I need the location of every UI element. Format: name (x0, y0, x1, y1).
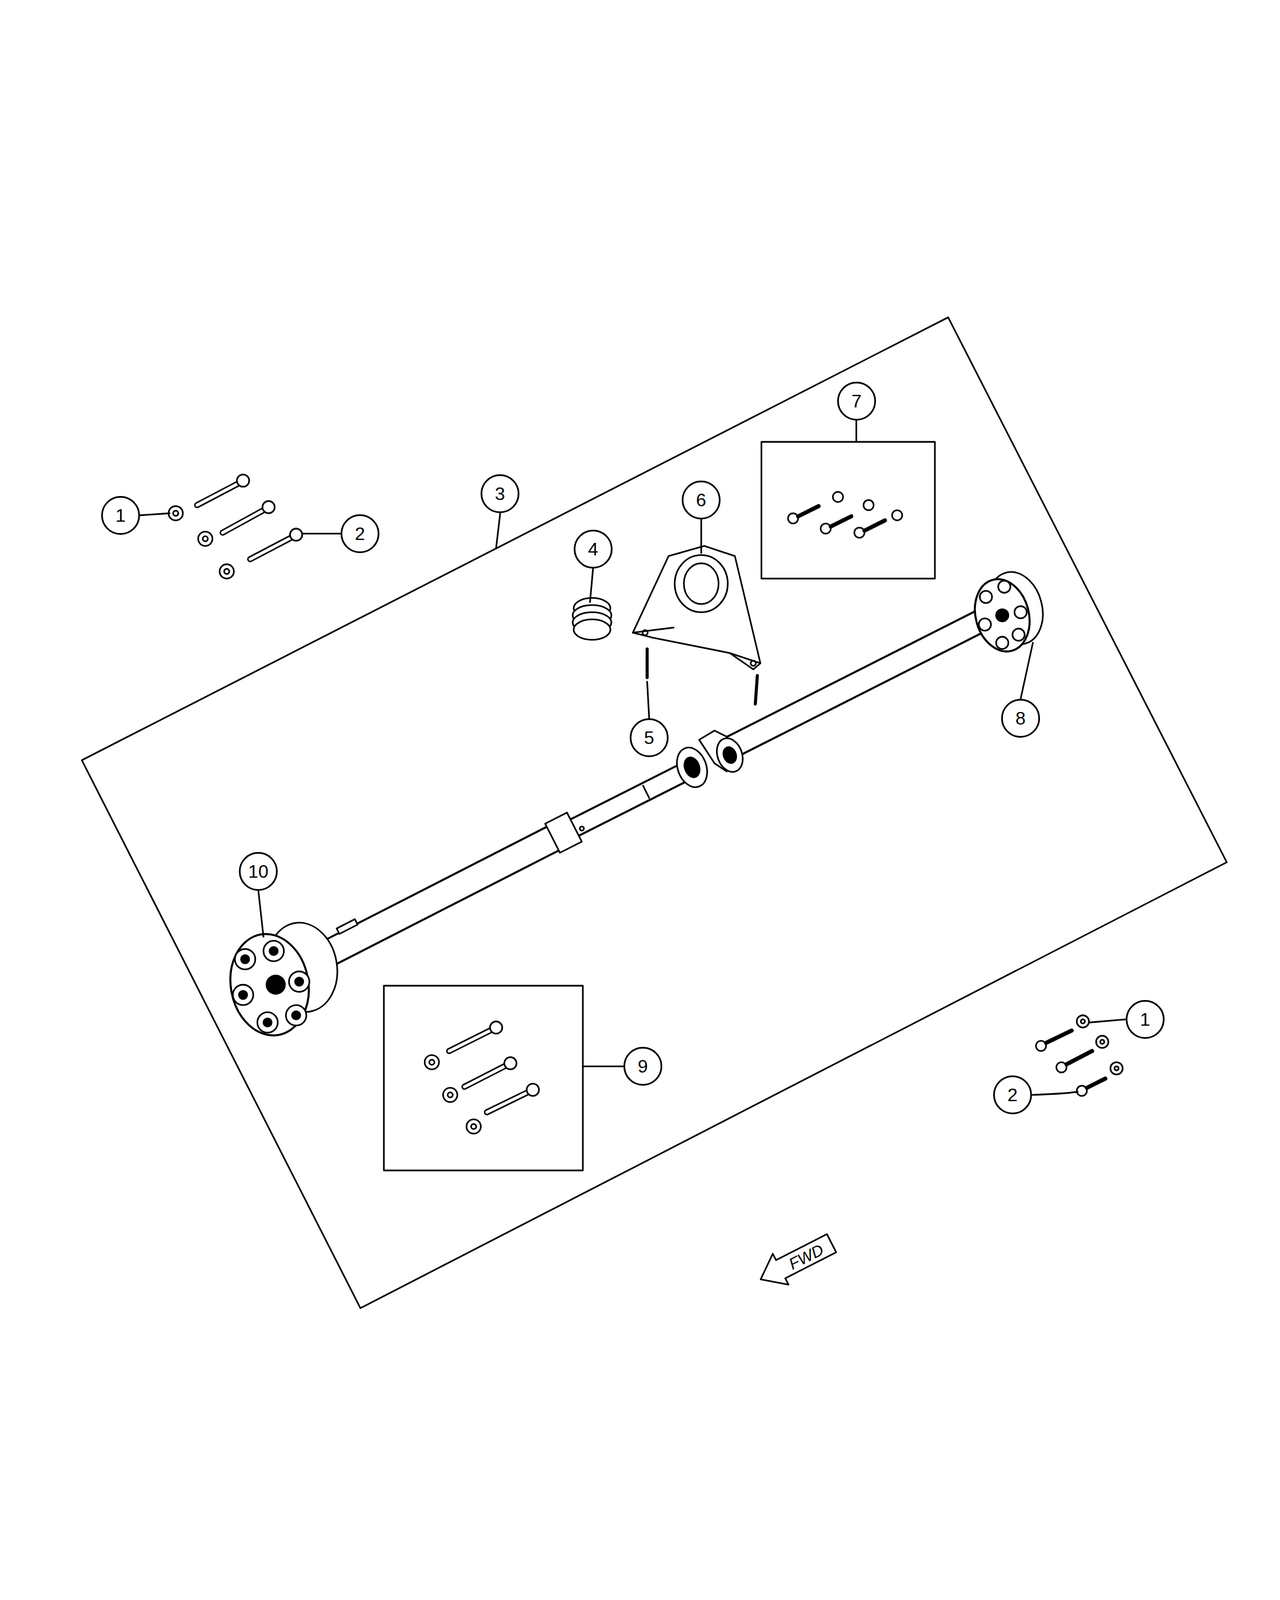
callout-number: 7 (837, 381, 876, 421)
callout-text: 5 (644, 728, 655, 747)
hardware-box (384, 985, 583, 1171)
bolts-nuts (168, 474, 303, 579)
callout-number: 1 (101, 496, 140, 535)
callout-number: 2 (340, 514, 380, 554)
rear-flex-coupling (966, 565, 1051, 658)
front-flex-coupling (222, 917, 344, 1042)
center-bearing (633, 545, 761, 670)
bolts-nuts (788, 492, 903, 538)
callout-text: 8 (1015, 709, 1026, 728)
screws (647, 649, 758, 704)
callout-text: 6 (696, 490, 707, 510)
assembly-frame (81, 317, 1227, 1308)
callout-number: 3 (480, 474, 520, 514)
callout-text: 4 (588, 540, 599, 559)
bolts-nuts (1036, 1015, 1123, 1096)
callout-text: 1 (115, 506, 126, 525)
forward-arrow (752, 1228, 840, 1295)
callout-number: 6 (681, 480, 721, 520)
callout-text: 7 (851, 392, 862, 411)
callout-number: 8 (1001, 698, 1040, 738)
callout-text: 10 (248, 862, 269, 881)
rear-shaft (729, 617, 988, 748)
callout-number: 1 (1125, 1000, 1165, 1039)
hardware-box (761, 441, 936, 579)
rubber-insulator (572, 597, 612, 640)
center-joint (671, 730, 747, 792)
callout-number: 10 (238, 852, 278, 891)
callout-text: 1 (1140, 1010, 1151, 1029)
callout-text: 3 (494, 484, 506, 503)
callout-number: 5 (629, 718, 669, 758)
callout-text: 2 (354, 524, 366, 543)
callout-text: 2 (1007, 1085, 1018, 1104)
front-shaft (326, 773, 682, 955)
leader-lines (140, 420, 1126, 1095)
callout-number: 9 (623, 1046, 663, 1086)
callout-number: 4 (573, 529, 613, 569)
callout-number: 2 (993, 1075, 1032, 1115)
callout-text: 9 (637, 1057, 648, 1076)
bolts-nuts (424, 1021, 539, 1134)
